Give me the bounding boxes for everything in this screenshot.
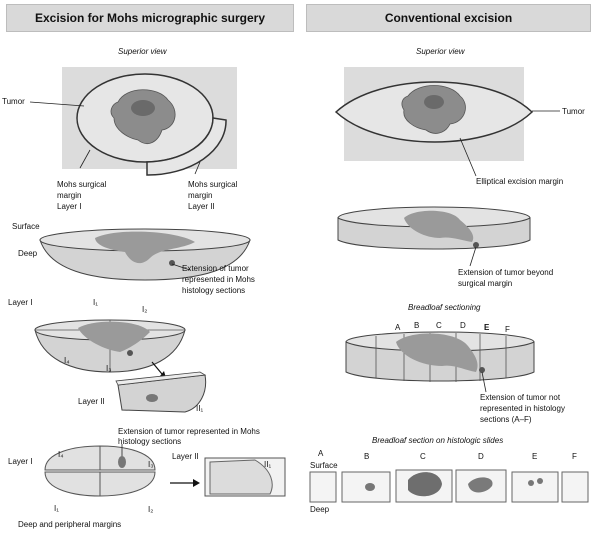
layer1-b-label: Layer I: [8, 457, 33, 466]
mohs-superior-view: Superior view: [118, 47, 167, 56]
mohs-extension-b: represented in Mohs: [182, 275, 255, 284]
mohs-surface-label: Surface: [12, 222, 40, 231]
conventional-superior-view: Superior view: [416, 47, 465, 56]
elliptical-margin-label: Elliptical excision margin: [476, 177, 564, 186]
histologic-slides: [309, 469, 589, 503]
layer1-slide: [44, 445, 156, 497]
conventional-illustrations: [309, 67, 589, 503]
mohs-panel: Excision for Mohs micrographic surgery: [2, 4, 294, 529]
slide-letter-a: A: [318, 449, 324, 458]
slide-letter-c: C: [420, 452, 426, 461]
mohs-tumor-label: Tumor: [2, 97, 25, 106]
slides-surface-label: Surface: [310, 461, 338, 470]
layer2-slide: [204, 457, 286, 497]
extension-beyond-a: Extension of tumor beyond: [458, 268, 554, 277]
i3-b-label: I₃: [148, 460, 154, 469]
mohs-extension-a: Extension of tumor: [182, 264, 249, 273]
i4-b-label: I₄: [58, 450, 64, 459]
i3-label: I₃: [106, 364, 112, 373]
mohs-illustrations: [29, 67, 286, 497]
extension-beyond-b: surgical margin: [458, 279, 513, 288]
mohs-margin-layer2-c: Layer II: [188, 202, 215, 211]
ii1-b-label: II₁: [264, 460, 272, 469]
section-letter-a: A: [395, 323, 401, 332]
mohs-margin-layer1-a: Mohs surgical: [57, 180, 107, 189]
slides-deep-label: Deep: [310, 505, 330, 514]
i1-b-label: I₁: [54, 504, 59, 513]
tumor-shape: [110, 89, 176, 144]
section-letter-c: C: [436, 321, 442, 330]
layer2-label: Layer II: [78, 397, 105, 406]
i2-b-label: I₂: [148, 505, 154, 514]
section-letter-d: D: [460, 321, 466, 330]
mohs-margin-layer1-c: Layer I: [57, 202, 82, 211]
conventional-panel: Conventional excision: [300, 0, 597, 546]
slide-letter-b: B: [364, 452, 370, 461]
layer2-wedge: [117, 374, 207, 413]
mohs-extension2-a: Extension of tumor represented in Mohs: [118, 427, 260, 436]
ii1-label: II₁: [196, 404, 204, 413]
mohs-extension2-b: histology sections: [118, 437, 182, 446]
mohs-layer2-margin: [146, 117, 227, 176]
not-represented-b: represented in histology: [480, 404, 565, 413]
mohs-margin-layer2-b: margin: [188, 191, 213, 200]
slide-letter-d: D: [478, 452, 484, 461]
mohs-header: Excision for Mohs micrographic surgery: [6, 4, 294, 32]
mohs-margin-layer2-a: Mohs surgical: [188, 180, 238, 189]
mohs-margin-layer1-b: margin: [57, 191, 82, 200]
conventional-tumor-label: Tumor: [562, 107, 585, 116]
section-letter-b: B: [414, 321, 420, 330]
slide-letter-e: E: [532, 452, 538, 461]
deep-peripheral-label: Deep and peripheral margins: [18, 520, 122, 529]
layer1-label: Layer I: [8, 298, 33, 307]
section-letter-e: E: [484, 323, 490, 332]
layer2-b-label: Layer II: [172, 452, 199, 461]
breadloaf-title: Breadloaf sectioning: [408, 303, 481, 312]
i4-label: I₄: [64, 356, 70, 365]
slides-title: Breadloaf section on histologic slides: [372, 436, 504, 445]
slide-letter-f: F: [572, 452, 577, 461]
mohs-deep-label: Deep: [18, 249, 38, 258]
tumor-core: [131, 100, 155, 116]
section-letter-f: F: [505, 325, 510, 334]
i2-label: I₂: [142, 305, 148, 314]
mohs-extension-c: histology sections: [182, 286, 246, 295]
not-represented-a: Extension of tumor not: [480, 393, 561, 402]
conventional-header: Conventional excision: [306, 4, 591, 32]
not-represented-c: sections (A–F): [480, 415, 532, 424]
i1-label: I₁: [93, 298, 98, 307]
